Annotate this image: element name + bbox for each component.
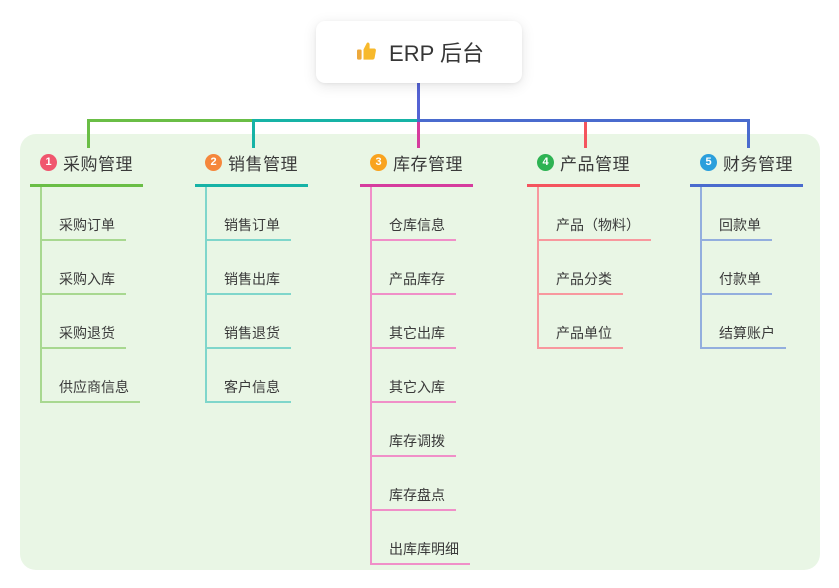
connector-segment [252, 121, 255, 148]
connector-segment [417, 119, 750, 122]
branch: 5 财务管理 回款单 付款单 结算账户 [690, 150, 803, 349]
branches-panel [20, 134, 820, 570]
connector-segment [417, 83, 420, 122]
branch-number-badge: 4 [537, 154, 554, 171]
branch-label: 财务管理 [723, 155, 793, 174]
branch-title[interactable]: 1 采购管理 [30, 150, 143, 187]
branch-children: 产品（物料） 产品分类 产品单位 [537, 187, 651, 349]
child-node[interactable]: 供应商信息 [42, 349, 140, 403]
branch-children: 仓库信息 产品库存 其它出库 其它入库 库存调拨 库存盘点 出库库明细 [370, 187, 473, 565]
child-node[interactable]: 库存调拨 [372, 403, 456, 457]
child-node[interactable]: 销售订单 [207, 187, 291, 241]
connector-segment [747, 121, 750, 148]
branch: 4 产品管理 产品（物料） 产品分类 产品单位 [527, 150, 651, 349]
branch-number-badge: 5 [700, 154, 717, 171]
child-node[interactable]: 销售出库 [207, 241, 291, 295]
branch-number-badge: 3 [370, 154, 387, 171]
branch-title[interactable]: 5 财务管理 [690, 150, 803, 187]
branch-number-badge: 2 [205, 154, 222, 171]
child-node[interactable]: 产品分类 [539, 241, 623, 295]
branch-children: 采购订单 采购入库 采购退货 供应商信息 [40, 187, 143, 403]
child-node[interactable]: 客户信息 [207, 349, 291, 403]
child-node[interactable]: 销售退货 [207, 295, 291, 349]
child-node[interactable]: 采购入库 [42, 241, 126, 295]
branch-children: 销售订单 销售出库 销售退货 客户信息 [205, 187, 308, 403]
branch: 3 库存管理 仓库信息 产品库存 其它出库 其它入库 库存调拨 库存盘点 出库库… [360, 150, 473, 565]
child-node[interactable]: 产品（物料） [539, 187, 651, 241]
branch-title[interactable]: 4 产品管理 [527, 150, 640, 187]
child-node[interactable]: 库存盘点 [372, 457, 456, 511]
branch-label: 产品管理 [560, 155, 630, 174]
child-node[interactable]: 其它入库 [372, 349, 456, 403]
child-node[interactable]: 付款单 [702, 241, 772, 295]
child-node[interactable]: 仓库信息 [372, 187, 456, 241]
branch-number-badge: 1 [40, 154, 57, 171]
thumbs-up-icon [354, 40, 378, 64]
child-node[interactable]: 采购退货 [42, 295, 126, 349]
child-node[interactable]: 产品单位 [539, 295, 623, 349]
branch-label: 销售管理 [228, 155, 298, 174]
connector-segment [87, 121, 90, 148]
branch-label: 采购管理 [63, 155, 133, 174]
child-node[interactable]: 产品库存 [372, 241, 456, 295]
connector-segment [584, 121, 587, 148]
child-node[interactable]: 结算账户 [702, 295, 786, 349]
branch-title[interactable]: 2 销售管理 [195, 150, 308, 187]
connector-segment [252, 119, 420, 122]
branch-title[interactable]: 3 库存管理 [360, 150, 473, 187]
branch: 2 销售管理 销售订单 销售出库 销售退货 客户信息 [195, 150, 308, 403]
branch-label: 库存管理 [393, 155, 463, 174]
root-title: ERP 后台 [389, 41, 484, 66]
connector-segment [417, 121, 420, 148]
child-node[interactable]: 其它出库 [372, 295, 456, 349]
child-node[interactable]: 回款单 [702, 187, 772, 241]
child-node[interactable]: 出库库明细 [372, 511, 470, 565]
branch: 1 采购管理 采购订单 采购入库 采购退货 供应商信息 [30, 150, 143, 403]
child-node[interactable]: 采购订单 [42, 187, 126, 241]
root-node[interactable]: ERP 后台 [316, 21, 522, 83]
branch-children: 回款单 付款单 结算账户 [700, 187, 803, 349]
